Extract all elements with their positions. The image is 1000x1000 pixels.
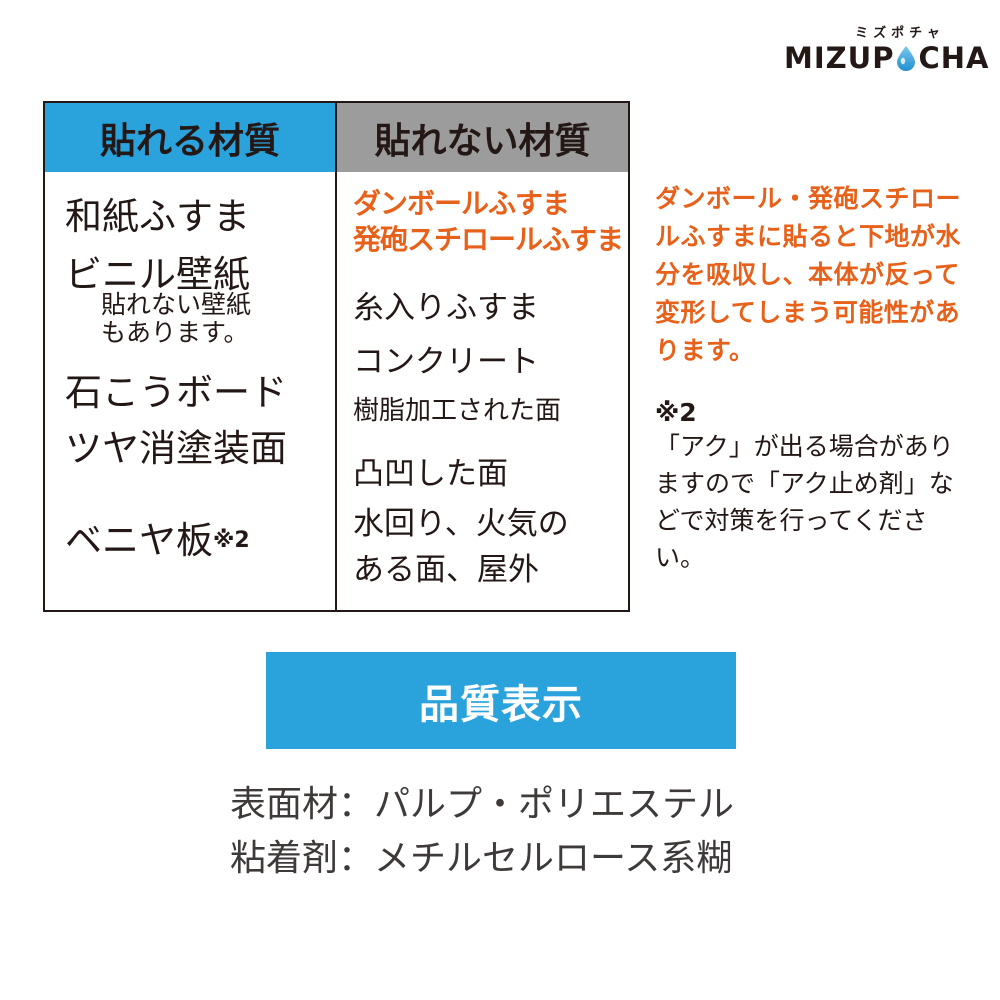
logo-wordmark: MIZUP CHA (784, 42, 989, 74)
surface-material: 表面材：パルプ・ポリエステル (230, 784, 735, 825)
incompatible-materials-header: 貼れない材質 (337, 103, 628, 172)
compatible-materials-column: 貼れる材質 和紙ふすま ビニル壁紙 貼れない壁紙 もあります。 石こうボード ツ… (45, 103, 337, 610)
material-matte-paint: ツヤ消塗装面 (65, 427, 287, 470)
material-concrete: コンクリート (353, 344, 539, 380)
logo-word-after: CHA (918, 41, 990, 75)
material-table: 貼れる材質 和紙ふすま ビニル壁紙 貼れない壁紙 もあります。 石こうボード ツ… (43, 101, 630, 612)
material-cardboard: ダンボールふすま (353, 187, 570, 220)
quality-details: 表面材：パルプ・ポリエステル 粘着剤：メチルセルロース系糊 (230, 778, 850, 886)
logo-kana: ミズポチャ (855, 26, 945, 41)
material-vinyl-note-2: もあります。 (101, 318, 249, 347)
adhesive-material: 粘着剤：メチルセルロース系糊 (230, 838, 733, 879)
material-water-1: 水回り、火気の (353, 506, 569, 542)
footnote-mark-label: ※2 (655, 398, 697, 427)
material-uneven: 凸凹した面 (353, 456, 508, 492)
material-water-2: ある面、屋外 (353, 552, 539, 588)
material-vinyl-note-1: 貼れない壁紙 (101, 290, 252, 319)
footnote-mark: ※2 (213, 528, 250, 553)
logo-word-before: MIZUP (784, 41, 895, 75)
incompatible-materials-list: ダンボールふすま 発砲スチロールふすま 糸入りふすま コンクリート 樹脂加工され… (337, 172, 628, 610)
material-thread: 糸入りふすま (353, 290, 539, 326)
warning-note: ダンボール・発砲スチロールふすまに貼ると下地が水分を吸収し、本体が反って変形して… (655, 184, 962, 365)
compatible-materials-header: 貼れる材質 (45, 103, 335, 172)
material-gypsum: 石こうボード (65, 371, 287, 414)
incompatible-materials-column: 貼れない材質 ダンボールふすま 発砲スチロールふすま 糸入りふすま コンクリート… (337, 103, 628, 610)
material-styrofoam: 発砲スチロールふすま (353, 223, 624, 256)
quality-label-banner: 品質表示 (266, 652, 736, 749)
material-washi: 和紙ふすま (65, 195, 250, 238)
material-vinyl: ビニル壁紙 (65, 253, 250, 296)
brand-logo: ミズポチャ MIZUP CHA (780, 22, 988, 77)
footnote-text: 「アク」が出る場合がありますので「アク止め剤」などで対策を行ってください。 (655, 432, 954, 572)
material-resin: 樹脂加工された面 (353, 396, 562, 426)
material-plywood: ベニヤ板※2 (65, 510, 250, 564)
compatible-materials-list: 和紙ふすま ビニル壁紙 貼れない壁紙 もあります。 石こうボード ツヤ消塗装面 … (45, 172, 335, 610)
material-plywood-label: ベニヤ板 (65, 519, 213, 562)
water-drop-icon (897, 46, 916, 71)
